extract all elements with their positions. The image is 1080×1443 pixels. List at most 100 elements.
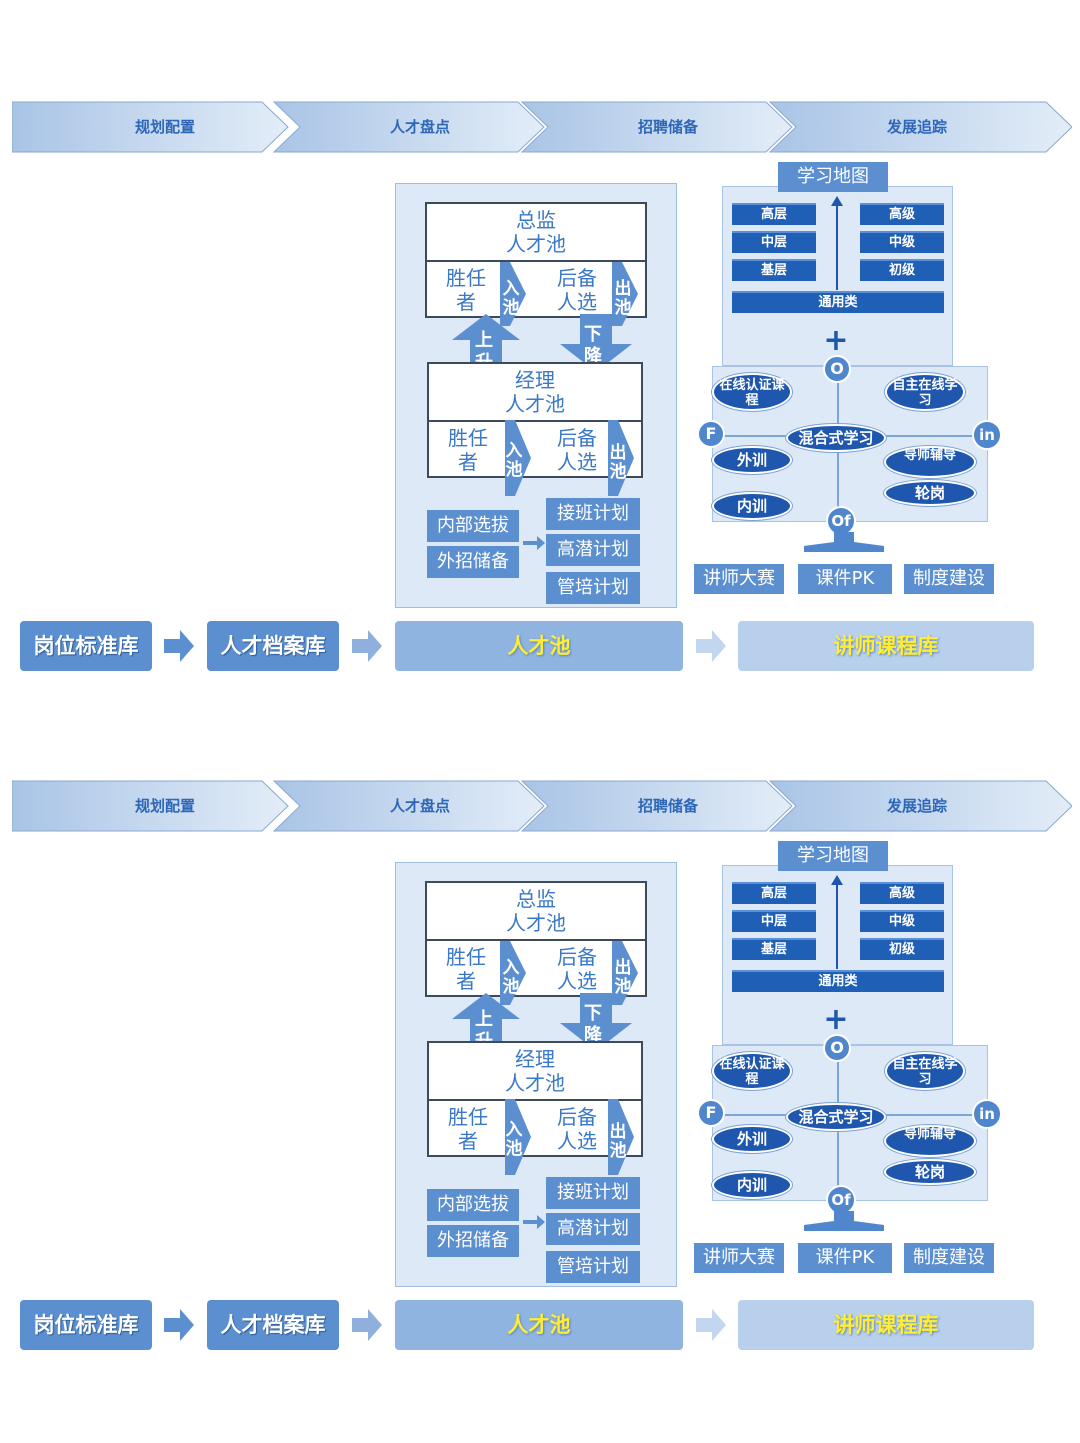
enter-arrow [500, 262, 526, 326]
divider [427, 939, 645, 941]
flow-step-talent-pool: 人才池 [395, 621, 683, 671]
exit-label: 出池 [609, 443, 627, 482]
exit-label: 出池 [614, 958, 632, 997]
learning-map-title: 学习地图 [778, 841, 888, 871]
director-pool-box: 总监 人才池 胜任 者 后备 人选 [425, 881, 647, 997]
activity-tag: 制度建设 [904, 1243, 994, 1273]
enter-label: 入池 [505, 441, 523, 480]
hybrid-ellipse: 混合式学习 [786, 1103, 886, 1131]
flow-step-talent-pool: 人才池 [395, 1300, 683, 1350]
activity-tag: 制度建设 [904, 564, 994, 594]
plus-sign: + [823, 1002, 849, 1037]
divider [427, 260, 645, 262]
level-tag: 初级 [860, 259, 944, 281]
source-to-plan-arrow [523, 536, 545, 550]
flow-step-talent-archive: 人才档案库 [207, 621, 339, 671]
phase-chevrons [12, 780, 1072, 832]
general-tag: 通用类 [732, 970, 944, 992]
divider [429, 420, 641, 422]
flow-arrow [696, 1309, 726, 1341]
activity-tag: 课件PK [798, 564, 892, 594]
external-training-ellipse: 外训 [712, 1125, 792, 1153]
upward-feed-arrow [804, 1211, 884, 1231]
phase-label: 发展追踪 [886, 797, 947, 815]
flow-step-talent-archive: 人才档案库 [207, 1300, 339, 1350]
activity-tag: 讲师大赛 [694, 564, 784, 594]
demote-label: 下降 [584, 324, 602, 367]
hybrid-ellipse: 混合式学习 [786, 424, 886, 452]
demote-arrow [560, 993, 632, 1051]
internal-training-ellipse: 内训 [712, 1171, 792, 1199]
rotation-ellipse: 轮岗 [884, 1159, 976, 1185]
phase-chevrons [12, 101, 1072, 153]
self-online-ellipse: 自主在线学习 [885, 373, 965, 411]
f-circle: F [697, 420, 725, 448]
competent-label: 胜任 者 [448, 426, 488, 474]
enter-label: 入池 [505, 1120, 523, 1159]
competent-label: 胜任 者 [446, 945, 486, 993]
flow-arrow [352, 1309, 382, 1341]
director-title: 总监 人才池 [506, 887, 566, 935]
manager-pool-box: 经理 人才池 胜任 者 后备 人选 [427, 1041, 643, 1157]
backup-label: 后备 人选 [557, 266, 597, 314]
phase-label: 规划配置 [134, 797, 195, 815]
o-circle: O [823, 1034, 851, 1062]
exit-label: 出池 [614, 279, 632, 318]
enter-arrow [505, 1099, 531, 1175]
source-internal: 内部选拔 [427, 510, 519, 542]
in-circle: in [972, 1099, 1002, 1129]
level-tag: 高层 [732, 203, 816, 225]
of-circle: Of [826, 1185, 856, 1215]
level-tag: 初级 [860, 938, 944, 960]
activity-tag: 讲师大赛 [694, 1243, 784, 1273]
phase-label: 人才盘点 [389, 797, 450, 815]
phase-label: 招聘储备 [637, 797, 698, 815]
activity-tag: 课件PK [798, 1243, 892, 1273]
manager-pool-box: 经理 人才池 胜任 者 后备 人选 [427, 362, 643, 478]
flow-arrow [164, 630, 194, 662]
learning-map-title: 学习地图 [778, 162, 888, 192]
phase-label: 人才盘点 [389, 118, 450, 136]
enter-label: 入池 [502, 958, 520, 997]
manager-title: 经理 人才池 [505, 1047, 565, 1095]
competent-label: 胜任 者 [446, 266, 486, 314]
plan-high-potential: 高潜计划 [546, 1213, 640, 1245]
f-circle: F [697, 1099, 725, 1127]
level-tag: 高级 [860, 882, 944, 904]
in-circle: in [972, 420, 1002, 450]
mentor-ellipse: 导师辅导 [884, 1125, 976, 1157]
plan-succession: 接班计划 [546, 1177, 640, 1209]
flow-arrow [164, 1309, 194, 1341]
level-tag: 中级 [860, 231, 944, 253]
exit-label: 出池 [609, 1122, 627, 1161]
level-tag: 中层 [732, 910, 816, 932]
rotation-ellipse: 轮岗 [884, 480, 976, 506]
source-internal: 内部选拔 [427, 1189, 519, 1221]
director-pool-box: 总监 人才池 胜任 者 后备 人选 [425, 202, 647, 318]
flow-step-job-standards: 岗位标准库 [20, 621, 152, 671]
o-circle: O [823, 355, 851, 383]
phase-label: 规划配置 [134, 118, 195, 136]
upward-feed-arrow [804, 532, 884, 552]
level-tag: 基层 [732, 259, 816, 281]
flow-step-job-standards: 岗位标准库 [20, 1300, 152, 1350]
source-external: 外招储备 [427, 546, 519, 578]
exit-arrow [608, 1099, 634, 1175]
level-tag: 中层 [732, 231, 816, 253]
exit-arrow [608, 420, 634, 496]
internal-training-ellipse: 内训 [712, 492, 792, 520]
flow-arrow [696, 630, 726, 662]
source-to-plan-arrow [523, 1215, 545, 1229]
demote-arrow [560, 314, 632, 372]
phase-label: 发展追踪 [886, 118, 947, 136]
growth-arrow [831, 875, 843, 969]
phase-band: 规划配置 人才盘点 招聘储备 发展追踪 [12, 779, 1072, 833]
level-tag: 基层 [732, 938, 816, 960]
exit-arrow [612, 262, 638, 326]
backup-label: 后备 人选 [557, 1105, 597, 1153]
backup-label: 后备 人选 [557, 426, 597, 474]
plus-sign: + [823, 323, 849, 358]
promote-arrow [452, 993, 520, 1051]
level-tag: 高层 [732, 882, 816, 904]
plan-succession: 接班计划 [546, 498, 640, 530]
